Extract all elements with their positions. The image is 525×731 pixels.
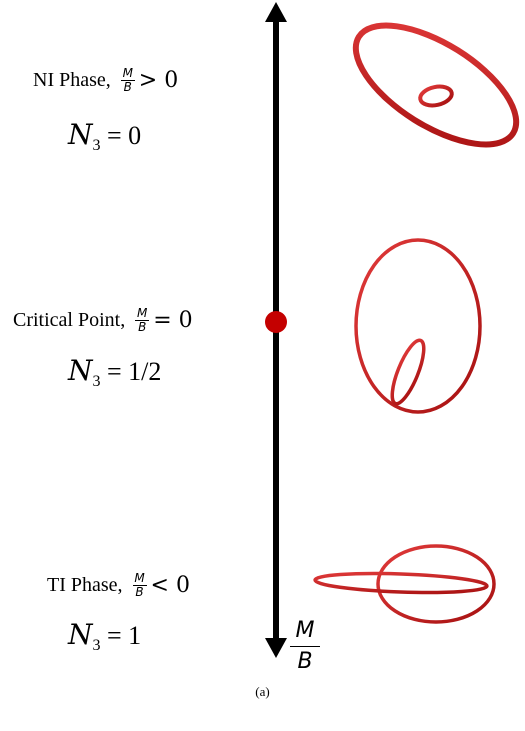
ni-invariant: N3 = 0 bbox=[68, 118, 141, 155]
ti-loops-illustration bbox=[313, 544, 496, 624]
axis-label-m-over-b: M B bbox=[290, 618, 320, 675]
critical-loops-illustration bbox=[354, 238, 482, 414]
critical-point-name: Critical Point, bbox=[13, 309, 126, 331]
ti-invariant: N3 = 1 bbox=[68, 618, 141, 655]
ni-relation: > 0 bbox=[138, 68, 179, 93]
critical-mb-fraction: M B bbox=[135, 306, 150, 334]
critical-relation: = 0 bbox=[153, 308, 193, 333]
invariant-symbol: N bbox=[68, 354, 93, 387]
ni-mb-fraction: M B bbox=[120, 66, 135, 94]
invariant-subscript: 3 bbox=[92, 373, 101, 391]
figure-caption: (a) bbox=[255, 684, 270, 699]
axis-numerator: M bbox=[295, 618, 315, 643]
invariant-subscript: 3 bbox=[92, 637, 101, 655]
axis-denominator: B bbox=[297, 649, 313, 674]
ti-mb-fraction: M B bbox=[132, 571, 147, 599]
axis-arrow-up bbox=[265, 2, 287, 22]
ti-relation: < 0 bbox=[150, 573, 190, 598]
ni-phase-name: NI Phase, bbox=[33, 69, 111, 91]
invariant-symbol: N bbox=[68, 118, 93, 151]
ni-invariant-value: = 0 bbox=[107, 121, 142, 150]
critical-point-marker bbox=[265, 311, 287, 333]
ni-phase-label: NI Phase, M B > 0 bbox=[33, 67, 178, 94]
ti-invariant-value: = 1 bbox=[107, 621, 142, 650]
ni-loops-illustration bbox=[352, 22, 520, 148]
ti-phase-name: TI Phase, bbox=[47, 574, 123, 596]
axis-arrow-down bbox=[265, 638, 287, 658]
critical-invariant: N3 = 1/2 bbox=[68, 354, 161, 391]
invariant-symbol: N bbox=[68, 618, 93, 651]
fraction-denominator: B bbox=[135, 585, 144, 599]
critical-point-label: Critical Point, M B = 0 bbox=[13, 307, 193, 334]
fraction-denominator: B bbox=[123, 80, 132, 94]
ti-phase-label: TI Phase, M B < 0 bbox=[47, 572, 190, 599]
critical-invariant-value: = 1/2 bbox=[107, 357, 162, 386]
fraction-numerator: M bbox=[122, 66, 133, 80]
fraction-numerator: M bbox=[134, 571, 145, 585]
fraction-denominator: B bbox=[138, 320, 147, 334]
fraction-numerator: M bbox=[137, 306, 148, 320]
invariant-subscript: 3 bbox=[92, 137, 101, 155]
